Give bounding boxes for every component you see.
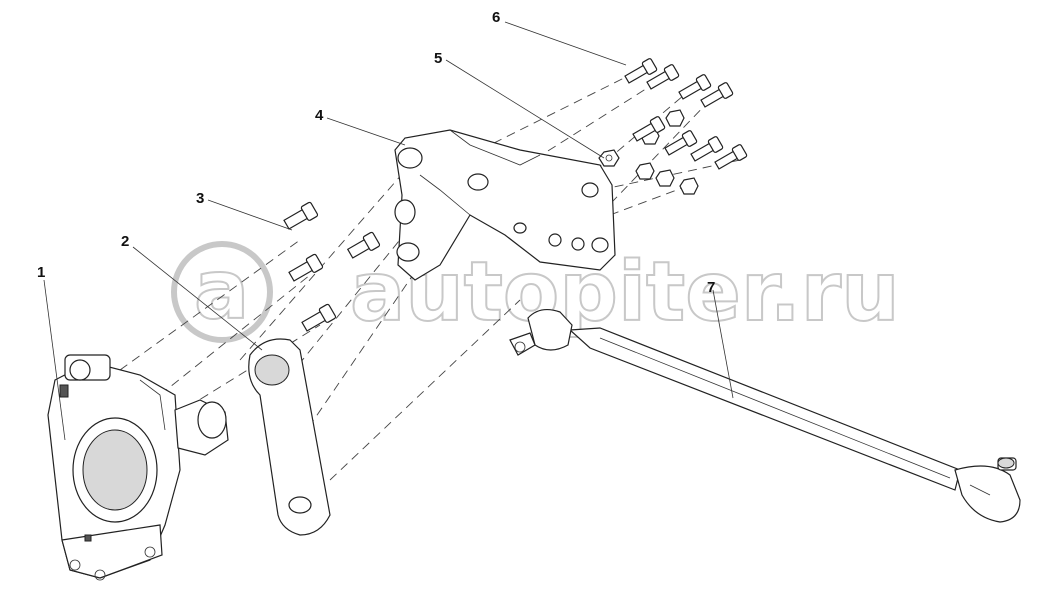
callout-2: 2 <box>121 233 129 250</box>
bracket-nuts <box>598 109 699 195</box>
callout-labels: 1 2 3 4 5 6 7 <box>37 9 715 296</box>
callout-3: 3 <box>196 190 204 207</box>
callout-1: 1 <box>37 264 45 281</box>
drag-link <box>509 308 1021 523</box>
steering-gear-bracket <box>394 129 616 281</box>
callout-5: 5 <box>434 50 442 67</box>
leader-lines <box>43 21 734 441</box>
pitman-arm <box>248 338 331 536</box>
watermark-logo-ring <box>171 241 273 343</box>
steering-gear <box>47 354 229 581</box>
callout-6: 6 <box>492 9 500 26</box>
bracket-bolts <box>624 58 748 170</box>
callout-7: 7 <box>707 279 715 296</box>
callout-4: 4 <box>315 107 324 124</box>
watermark-logo-letter: a <box>194 243 249 338</box>
pitman-arm-bolts <box>283 201 381 332</box>
assembly-lines <box>119 74 741 481</box>
